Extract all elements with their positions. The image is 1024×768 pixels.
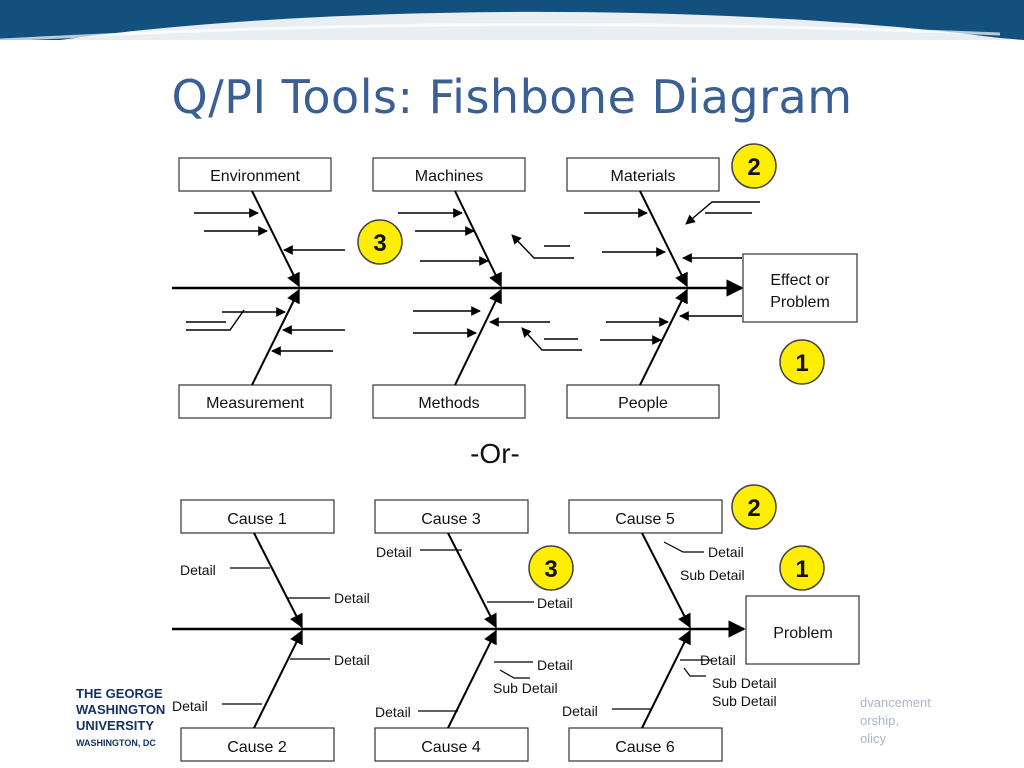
badge-1-top: 1 (779, 339, 825, 385)
category-box-people: People (566, 384, 720, 419)
cause-box-3: Cause 3 (374, 499, 529, 534)
category-box-materials: Materials (566, 157, 720, 192)
problem-box: Problem (745, 595, 860, 665)
sub-detail-label: Sub Detail (712, 675, 777, 691)
cause-label-6: Cause 6 (615, 739, 675, 756)
badge-number: 1 (795, 350, 808, 377)
footer-line: orship, (860, 713, 900, 728)
category-box-measurement: Measurement (178, 384, 332, 419)
slide-title: Q/PI Tools: Fishbone Diagram (171, 70, 853, 124)
bone-measurement (251, 288, 300, 386)
cause-box-1: Cause 1 (180, 499, 335, 534)
sub-detail-label: Sub Detail (712, 693, 777, 709)
bone-cause-6 (641, 629, 691, 729)
category-label-machines: Machines (415, 168, 483, 185)
bone-people (639, 288, 688, 386)
bone-cause-1 (253, 532, 303, 629)
detail-lines (222, 541, 712, 712)
sub-cause-arrows (186, 201, 760, 356)
detail-label: Detail (376, 544, 412, 560)
category-box-methods: Methods (372, 384, 526, 419)
cause-label-2: Cause 2 (227, 739, 287, 756)
detail-label: Detail (562, 703, 598, 719)
effect-label-line1: Effect or (770, 272, 830, 289)
badge-number: 3 (544, 556, 557, 583)
cause-box-2: Cause 2 (180, 727, 335, 762)
bone-machines (454, 190, 502, 288)
header-banner (0, 0, 1024, 40)
cause-label-4: Cause 4 (421, 739, 481, 756)
badge-3-bottom: 3 (528, 545, 574, 591)
logo-line: WASHINGTON, DC (76, 738, 156, 748)
effect-label-line2: Problem (770, 294, 830, 311)
cause-label-5: Cause 5 (615, 511, 675, 528)
sub-detail-label: Sub Detail (680, 567, 745, 583)
bone-materials (639, 190, 688, 288)
cause-box-5: Cause 5 (568, 499, 723, 534)
footer-line: dvancement (860, 695, 931, 710)
or-separator: -Or- (470, 438, 520, 469)
bone-cause-5 (641, 532, 691, 629)
sub-detail-label: Sub Detail (493, 680, 558, 696)
badge-number: 2 (747, 495, 760, 522)
badge-2-bottom: 2 (731, 484, 777, 530)
category-label-people: People (618, 395, 668, 412)
category-label-measurement: Measurement (206, 395, 304, 412)
detail-label: Detail (537, 595, 573, 611)
cause-box-4: Cause 4 (374, 727, 529, 762)
detail-label: Detail (334, 652, 370, 668)
category-label-materials: Materials (611, 168, 676, 185)
university-logo: THE GEORGE WASHINGTON UNIVERSITY WASHING… (76, 686, 170, 750)
fishbone-bottom: Cause 1 Cause 3 Cause 5 Cause 2 Cause 4 … (172, 499, 860, 762)
badge-3-top: 3 (357, 219, 403, 265)
detail-label: Detail (708, 544, 744, 560)
logo-line: UNIVERSITY (76, 718, 155, 733)
detail-label: Detail (334, 590, 370, 606)
cause-label-3: Cause 3 (421, 511, 481, 528)
badge-1-bottom: 1 (779, 545, 825, 591)
category-box-machines: Machines (372, 157, 526, 192)
detail-label: Detail (537, 657, 573, 673)
detail-label: Detail (180, 562, 216, 578)
logo-line: THE GEORGE (76, 686, 163, 701)
cause-label-1: Cause 1 (227, 511, 287, 528)
category-label-environment: Environment (210, 168, 300, 185)
category-box-environment: Environment (178, 157, 332, 192)
detail-label: Detail (700, 652, 736, 668)
bone-environment (251, 190, 300, 288)
detail-label: Detail (172, 698, 208, 714)
category-label-methods: Methods (418, 395, 479, 412)
bone-methods (454, 288, 502, 386)
footer-text: dvancement orship, olicy (860, 694, 980, 748)
badge-number: 1 (795, 556, 808, 583)
footer-line: olicy (860, 731, 887, 746)
detail-label: Detail (375, 704, 411, 720)
badge-2-top: 2 (731, 143, 777, 189)
bone-cause-3 (447, 532, 497, 629)
badge-number: 3 (373, 230, 386, 257)
bone-cause-4 (447, 629, 497, 729)
bone-cause-2 (253, 629, 303, 729)
fishbone-top: Environment Machines Materials Measureme… (172, 157, 858, 419)
problem-label: Problem (773, 625, 833, 642)
cause-box-6: Cause 6 (568, 727, 723, 762)
effect-box: Effect or Problem (742, 253, 858, 323)
logo-line: WASHINGTON (76, 702, 166, 717)
badge-number: 2 (747, 154, 760, 181)
